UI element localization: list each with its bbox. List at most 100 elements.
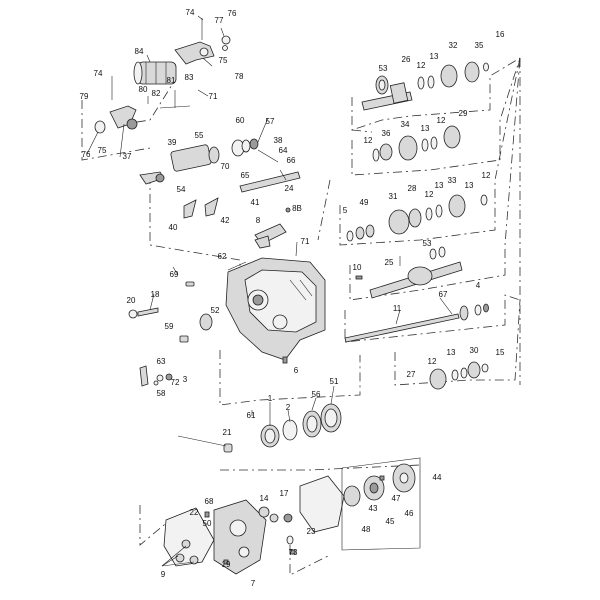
small-hardware xyxy=(128,281,288,387)
callout-64: 64 xyxy=(279,146,288,155)
callout-29: 29 xyxy=(459,109,468,118)
callout-7: 7 xyxy=(251,579,256,588)
callout-44: 44 xyxy=(433,473,442,482)
callout-13-a: 13 xyxy=(430,52,439,61)
callout-19: 19 xyxy=(222,560,231,569)
callout-12-d: 12 xyxy=(425,190,434,199)
callout-63: 63 xyxy=(157,357,166,366)
leader-lines xyxy=(86,15,453,567)
callout-67: 67 xyxy=(439,290,448,299)
callout-40: 40 xyxy=(169,223,178,232)
callout-71-mid: 71 xyxy=(301,237,310,246)
callout-28: 28 xyxy=(408,184,417,193)
callout-84: 84 xyxy=(135,47,144,56)
callout-10: 10 xyxy=(353,263,362,272)
lower-cover-assembly xyxy=(163,457,421,575)
callout-42: 42 xyxy=(221,216,230,225)
callout-13-c: 13 xyxy=(435,181,444,190)
callout-26: 26 xyxy=(402,55,411,64)
callout-60: 60 xyxy=(236,116,245,125)
callout-31: 31 xyxy=(389,192,398,201)
callout-13-e: 13 xyxy=(465,181,474,190)
callout-35: 35 xyxy=(475,41,484,50)
callout-30: 30 xyxy=(470,346,479,355)
callout-47: 47 xyxy=(392,494,401,503)
callout-38: 38 xyxy=(274,136,283,145)
callout-50: 50 xyxy=(203,519,212,528)
callout-43: 43 xyxy=(369,504,378,513)
callout-5: 5 xyxy=(343,206,348,215)
callout-25: 25 xyxy=(385,258,394,267)
callout-21: 21 xyxy=(223,428,232,437)
callout-75-top: 75 xyxy=(219,56,228,65)
callout-18: 18 xyxy=(151,290,160,299)
callout-8: 8 xyxy=(256,216,261,225)
shift-fork-shaft xyxy=(139,138,301,249)
callout-82: 82 xyxy=(152,89,161,98)
callout-81: 81 xyxy=(167,76,176,85)
callout-13-d: 13 xyxy=(447,348,456,357)
callout-22: 22 xyxy=(190,508,199,517)
callout-52: 52 xyxy=(211,306,220,315)
callout-17: 17 xyxy=(280,489,289,498)
callout-59: 59 xyxy=(165,322,174,331)
callout-80: 80 xyxy=(139,85,148,94)
mainshaft-assembly xyxy=(344,194,489,390)
callout-56: 56 xyxy=(312,390,321,399)
callout-34: 34 xyxy=(401,120,410,129)
callout-41: 41 xyxy=(251,198,260,207)
callout-numbers: 74 77 76 84 75 78 74 81 83 80 82 71 79 7… xyxy=(80,8,505,588)
callout-23: 23 xyxy=(307,527,316,536)
callout-13-b: 13 xyxy=(421,124,430,133)
callout-78: 78 xyxy=(235,72,244,81)
callout-37: 37 xyxy=(123,152,132,161)
callout-12-c: 12 xyxy=(364,136,373,145)
callout-53-top: 53 xyxy=(379,64,388,73)
callout-69: 69 xyxy=(170,270,179,279)
callout-58: 58 xyxy=(157,389,166,398)
callout-12-f: 12 xyxy=(428,357,437,366)
callout-55: 55 xyxy=(195,131,204,140)
callout-53-mid: 53 xyxy=(423,239,432,248)
callout-27: 27 xyxy=(407,370,416,379)
callout-72: 72 xyxy=(171,378,180,387)
callout-11: 11 xyxy=(393,304,402,313)
callout-46: 46 xyxy=(405,509,414,518)
callout-16: 16 xyxy=(496,30,505,39)
transmission-case xyxy=(225,257,326,361)
callout-39: 39 xyxy=(168,138,177,147)
callout-79: 79 xyxy=(80,92,89,101)
callout-61: 61 xyxy=(247,411,256,420)
callout-36: 36 xyxy=(382,129,391,138)
callout-6: 6 xyxy=(294,366,299,375)
callout-45: 45 xyxy=(386,517,395,526)
callout-77: 77 xyxy=(215,16,224,25)
callout-14: 14 xyxy=(260,494,269,503)
shift-drum-assembly xyxy=(94,18,231,134)
callout-49: 49 xyxy=(360,198,369,207)
callout-71-top: 71 xyxy=(209,92,218,101)
callout-65: 65 xyxy=(241,171,250,180)
callout-33: 33 xyxy=(448,176,457,185)
callout-74-top: 74 xyxy=(186,8,195,17)
callout-12-a: 12 xyxy=(417,61,426,70)
callout-12-b: 12 xyxy=(437,116,446,125)
callout-83: 83 xyxy=(185,73,194,82)
callout-12-e: 12 xyxy=(482,171,491,180)
callout-76-top: 76 xyxy=(228,9,237,18)
callout-57: 57 xyxy=(266,117,275,126)
callout-3: 3 xyxy=(183,375,188,384)
callout-54: 54 xyxy=(177,185,186,194)
upper-shaft-assembly xyxy=(361,61,489,162)
callout-74-left: 74 xyxy=(94,69,103,78)
callout-66: 66 xyxy=(287,156,296,165)
callout-76-left: 76 xyxy=(82,150,91,159)
callout-24: 24 xyxy=(285,184,294,193)
callout-48: 48 xyxy=(362,525,371,534)
callout-75-left: 75 xyxy=(98,146,107,155)
callout-1: 1 xyxy=(268,394,273,403)
callout-70: 70 xyxy=(221,162,230,171)
callout-2: 2 xyxy=(286,403,291,412)
callout-68: 68 xyxy=(205,497,214,506)
